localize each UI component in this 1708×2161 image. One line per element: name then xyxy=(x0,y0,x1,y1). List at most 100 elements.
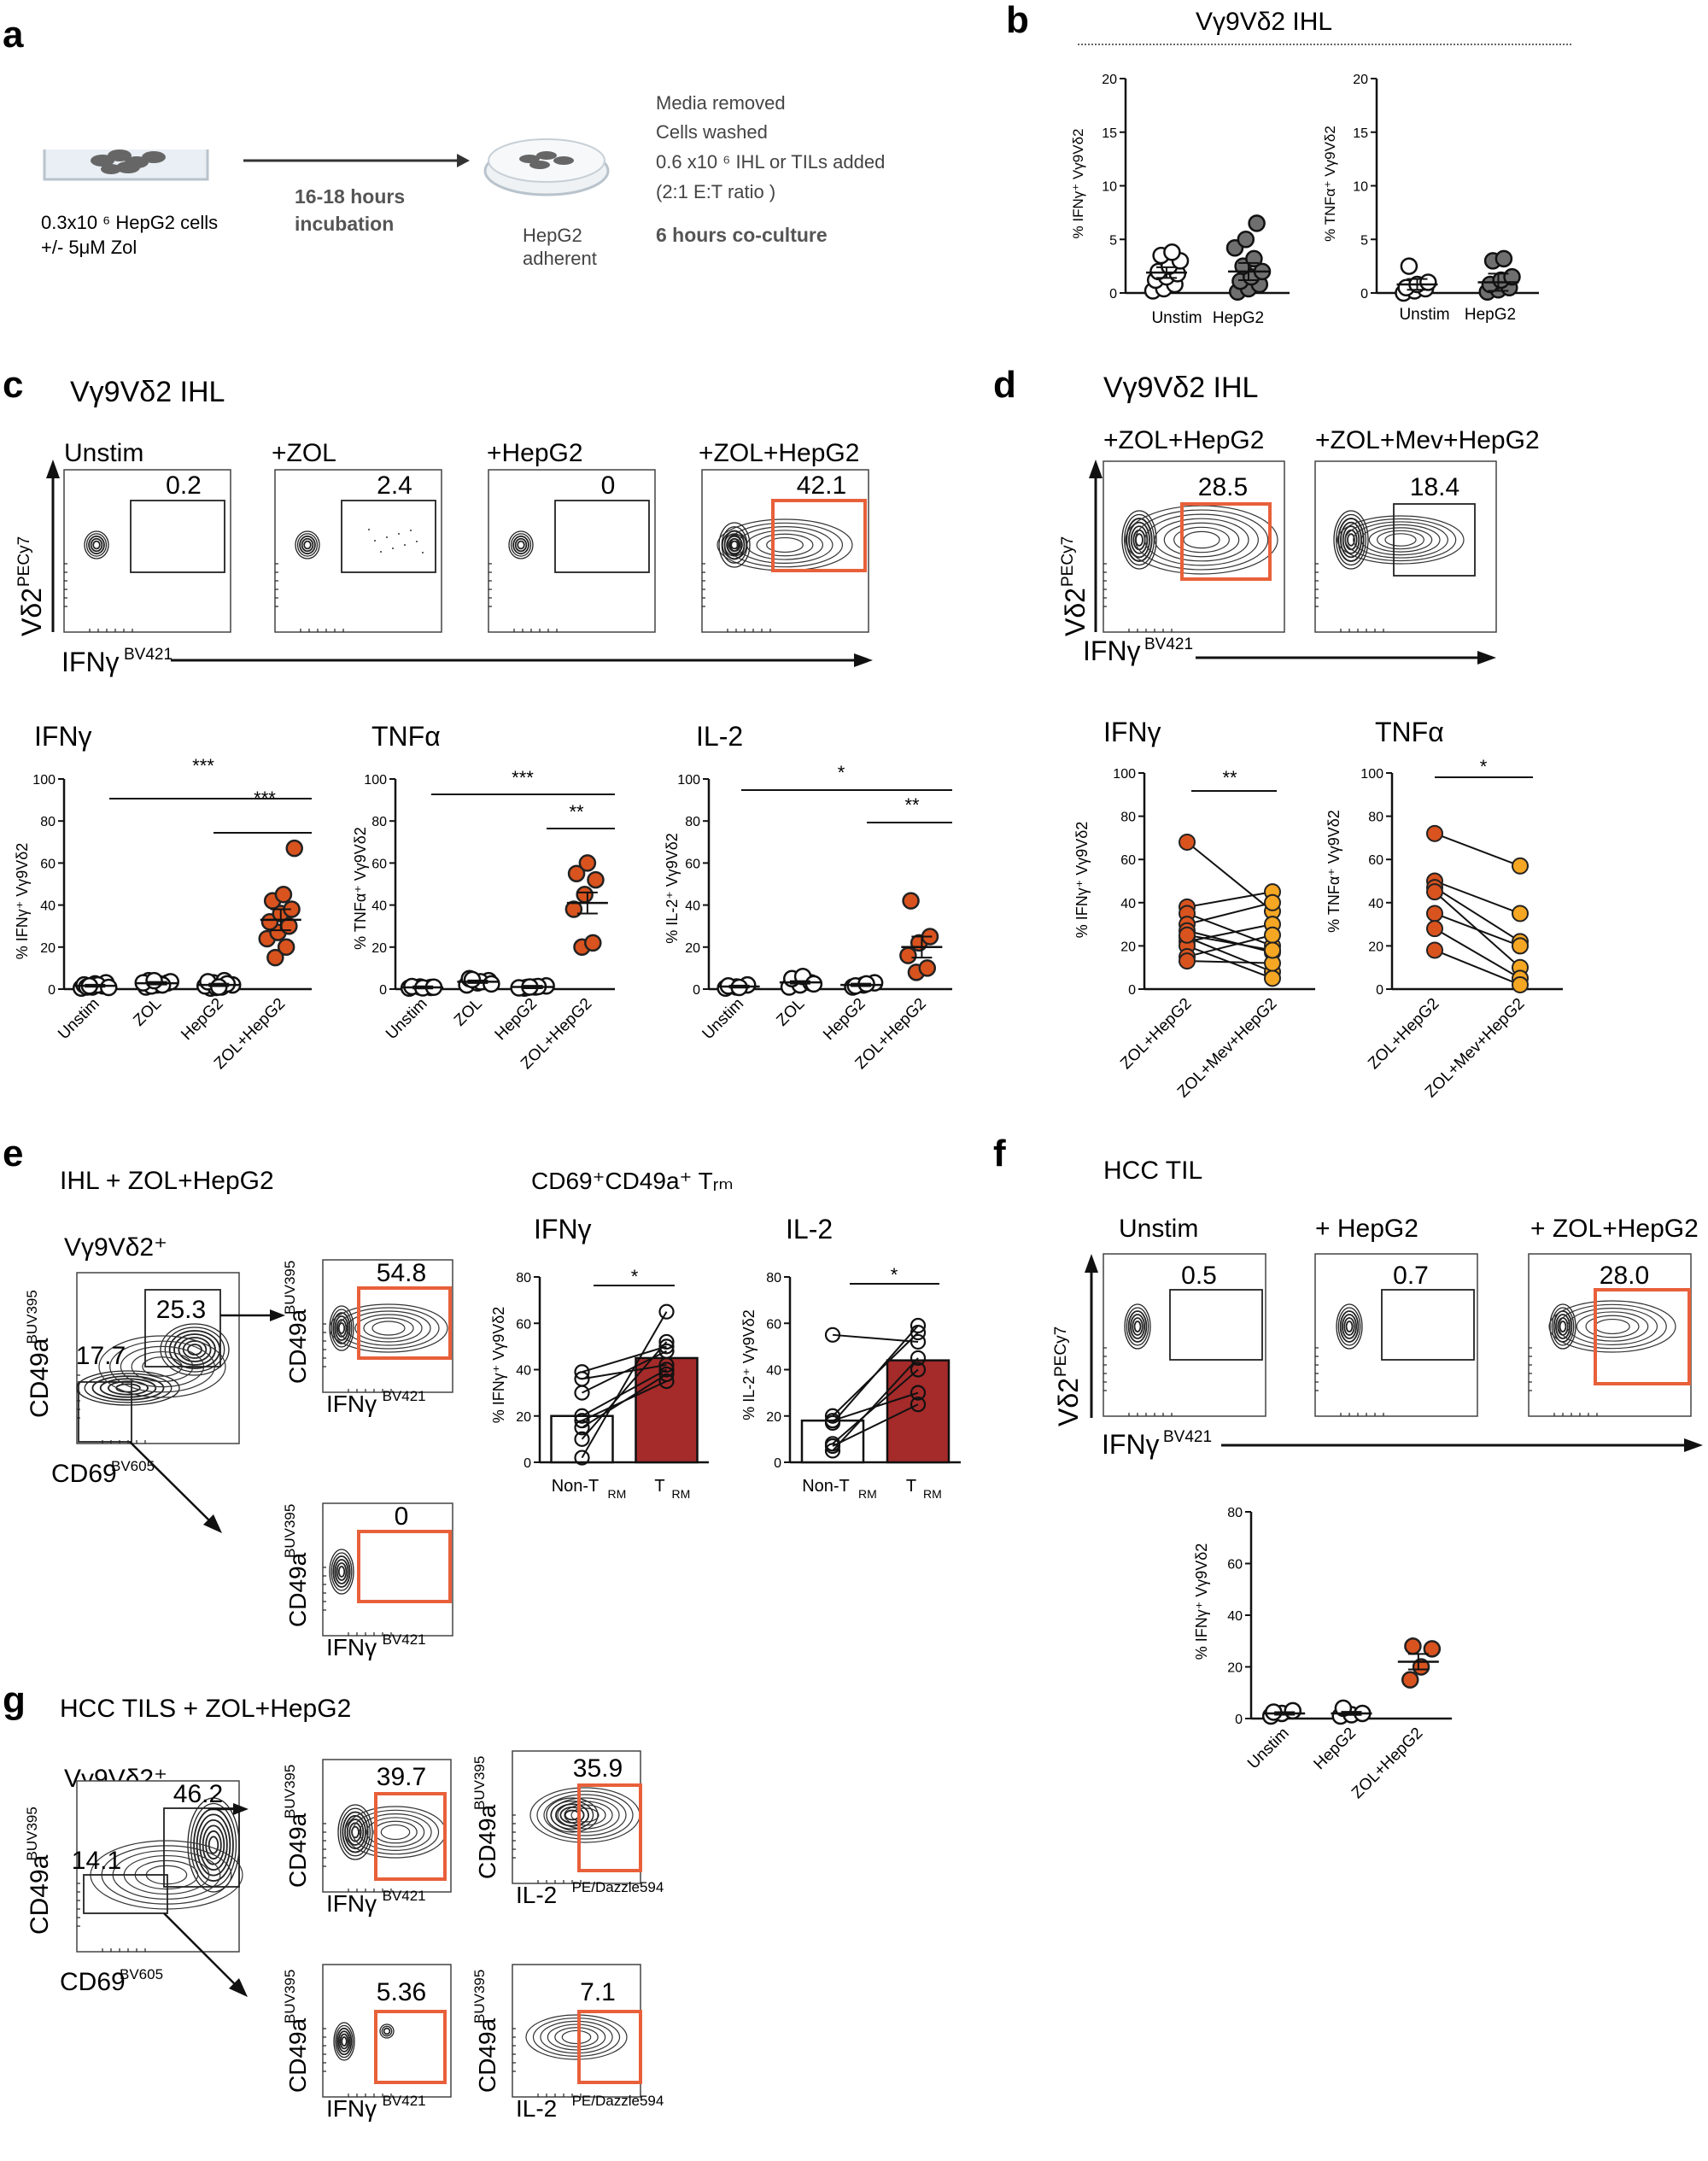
contour-ring xyxy=(329,1303,448,1353)
gate-value: 39.7 xyxy=(377,1763,426,1791)
e-il2-ylabel: % IL-2⁺ Vγ9Vδ2 xyxy=(740,1309,757,1420)
paired-line xyxy=(582,1345,667,1373)
gate-arrow xyxy=(163,1912,236,1985)
paired-line xyxy=(1434,949,1521,986)
contour-ring xyxy=(337,1322,346,1334)
contour-ring xyxy=(1337,1307,1361,1346)
contour-ring xyxy=(1566,1308,1658,1345)
event-dot xyxy=(392,548,394,549)
y-tick-label: 20 xyxy=(685,941,700,956)
contour-ring xyxy=(371,1321,406,1336)
gate-box xyxy=(83,1874,168,1914)
c-il2-sig-2: ** xyxy=(904,794,920,816)
y-tick-label: 0 xyxy=(1128,983,1136,998)
c-il2-ylabel: % IL-2⁺ Vγ9Vδ2 xyxy=(664,833,681,944)
category-label: Non-T xyxy=(802,1477,850,1496)
panel-e-title: IHL + ZOL+HepG2 xyxy=(60,1167,274,1195)
contour-ring xyxy=(1124,513,1155,566)
contour-ring xyxy=(299,535,316,555)
e-ifn-ylabel: % IFNγ⁺ Vγ9Vδ2 xyxy=(490,1307,507,1424)
y-tick-label: 40 xyxy=(766,1364,781,1379)
data-point xyxy=(1264,941,1281,959)
y-tick-label: 40 xyxy=(516,1364,531,1379)
gate-box xyxy=(357,1530,452,1603)
chart-c-ifn: % IFNγ⁺ Vγ9Vδ2 *** *** 020406080100Unsti… xyxy=(14,755,312,1073)
gate-value: 18.4 xyxy=(1410,473,1459,501)
d-cond-2: +ZOL+Mev+HepG2 xyxy=(1315,426,1540,454)
contour-ring xyxy=(736,526,834,564)
f-cond-hepg2: + HepG2 xyxy=(1315,1215,1418,1243)
contour-ring xyxy=(1337,518,1365,562)
category-label: ZOL xyxy=(773,995,808,1030)
paired-line xyxy=(1186,929,1273,953)
data-point xyxy=(910,1362,927,1378)
b-ifn-cat-unstim: Unstim xyxy=(1151,309,1202,327)
axis-label-sup: BV421 xyxy=(383,2093,426,2109)
contour-ring xyxy=(555,1803,589,1827)
y-tick-label: 100 xyxy=(32,773,56,788)
data-point xyxy=(824,1326,841,1343)
axis-label-sup: BUV395 xyxy=(471,1756,488,1810)
contour-ring xyxy=(525,2014,628,2060)
gate-box xyxy=(1180,502,1272,581)
gate-value: 25.3 xyxy=(156,1296,206,1324)
panel-d-title: Vγ9Vδ2 IHL xyxy=(1103,372,1258,404)
c-title-ifn: IFNγ xyxy=(34,721,92,752)
y-tick-label: 20 xyxy=(1353,73,1368,87)
e-title-il2: IL-2 xyxy=(786,1214,833,1244)
contour-ring xyxy=(561,2029,592,2045)
gate-value: 42.1 xyxy=(797,471,846,500)
data-point xyxy=(1512,857,1529,875)
data-point xyxy=(567,864,586,882)
b-tnf-cat-unstim: Unstim xyxy=(1399,306,1449,324)
data-point xyxy=(824,1438,841,1455)
category-label: ZOL xyxy=(130,995,165,1030)
panel-letter-b: b xyxy=(1006,0,1029,41)
gate-box xyxy=(341,500,436,573)
axis-label: CD49a xyxy=(474,2018,500,2093)
axis-label: IFNγ xyxy=(326,1890,377,1917)
y-tick-label: 60 xyxy=(40,857,56,871)
contour-ring xyxy=(332,1312,351,1344)
gate-box xyxy=(163,1807,240,1888)
contour-ring xyxy=(98,1335,226,1398)
d-cond-1: +ZOL+HepG2 xyxy=(1103,426,1264,454)
y-tick-label: 0 xyxy=(1109,287,1117,302)
category-label: HepG2 xyxy=(820,995,869,1044)
d-y-axis-label: Vδ2 xyxy=(1060,588,1091,636)
seeding-caption-line1: 0.3x10 ⁶ HepG2 cells xyxy=(41,212,218,233)
f-y-axis-label: Vδ2 xyxy=(1053,1378,1084,1426)
c-cond-unstim: Unstim xyxy=(64,439,143,467)
category-label: Unstim xyxy=(1244,1725,1293,1773)
contour-ring xyxy=(1558,1303,1667,1350)
y-tick-label: 5 xyxy=(1109,233,1117,248)
contour-ring xyxy=(517,540,525,550)
contour-ring xyxy=(303,540,312,550)
gate-value: 0.5 xyxy=(1181,1262,1217,1290)
contour-ring xyxy=(543,1794,627,1836)
contour-ring xyxy=(346,1310,431,1346)
y-tick-label: 100 xyxy=(1360,767,1383,782)
contour-ring xyxy=(336,1319,348,1338)
gate-box xyxy=(577,2010,642,2084)
contour-ring xyxy=(354,1314,423,1343)
contour-ring xyxy=(333,2022,355,2061)
contour-ring xyxy=(330,1309,353,1348)
data-point xyxy=(910,1397,927,1413)
c-tnf-ylabel: % TNFα⁺ Vγ9Vδ2 xyxy=(352,827,369,950)
paired-line xyxy=(1434,928,1521,980)
contour-ring xyxy=(1576,1311,1649,1342)
data-point xyxy=(1512,975,1529,993)
data-point xyxy=(1426,824,1443,842)
axis-label-sup: BUV395 xyxy=(24,1290,40,1344)
coculture-label: 6 hours co-culture xyxy=(656,224,828,246)
axis-label: IFNγ xyxy=(326,2095,377,2122)
contour-ring xyxy=(1368,527,1433,553)
seeding-caption-line2: +/- 5μM Zol xyxy=(41,237,137,258)
y-tick-label: 100 xyxy=(1113,767,1136,782)
y-tick-label: 20 xyxy=(1368,940,1383,954)
category-label: ZOL+HepG2 xyxy=(1365,995,1442,1073)
panel-f-title: HCC TIL xyxy=(1103,1157,1202,1185)
axis-label-sup: PE/Dazzle594 xyxy=(572,2093,664,2109)
contour-ring xyxy=(1154,518,1249,562)
